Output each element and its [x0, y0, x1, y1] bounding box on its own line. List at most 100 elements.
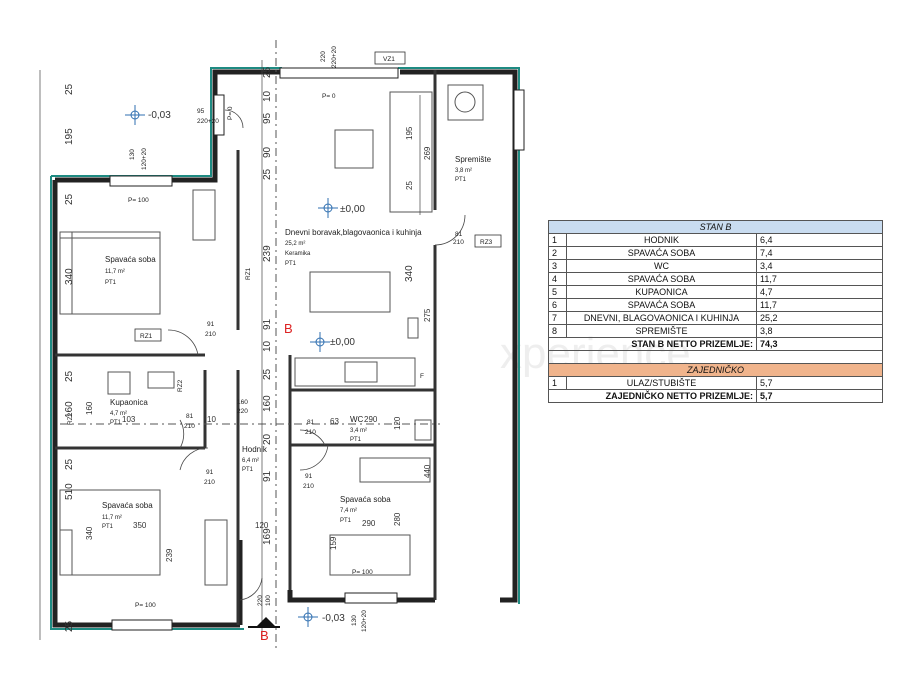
opening-label: 130: [129, 149, 136, 160]
dim-label: 25: [405, 181, 414, 190]
dim-label: 25: [262, 368, 273, 380]
opening-label: 220+20: [197, 118, 219, 125]
opening-label: 160: [237, 399, 248, 406]
dim-label: 239: [165, 548, 174, 562]
dim-label: 25: [64, 83, 75, 95]
dim-label: 20: [262, 433, 273, 445]
dim-label: 25: [64, 458, 75, 470]
interior-walls: [55, 70, 437, 625]
dimension-lines: [39, 60, 421, 640]
opening-label: 130: [351, 615, 358, 626]
opening-label: 220+20: [331, 46, 338, 68]
washer: [447, 84, 484, 121]
dim-label: 25: [64, 370, 75, 382]
dim-label: 290: [364, 415, 378, 424]
opening-label: 210: [205, 331, 216, 338]
dimension-labels-center: 25 10 95 90 25 239 91 10 25 160 20 91: [262, 66, 273, 482]
dim-label: 510: [64, 483, 75, 500]
total-row: STAN B NETTO PRIZEMLJE:74,3: [548, 337, 884, 351]
room-name: Hodnik: [242, 445, 268, 454]
opening-label: 91: [305, 473, 313, 480]
dim-label: 63: [330, 417, 339, 426]
level-label: ±0,00: [340, 204, 365, 215]
room-area: 3,4 m²: [350, 428, 367, 434]
level-label: -0,03: [322, 613, 345, 624]
total-row: ZAJEDNIČKO NETTO PRIZEMLJE:5,7: [548, 389, 884, 403]
dim-label: 91: [262, 318, 273, 330]
dim-label: 160: [64, 401, 75, 418]
room-name: WC: [350, 415, 364, 424]
room-area: 4,7 m²: [110, 411, 127, 417]
dim-label: 120: [393, 416, 402, 430]
dim-label: 280: [393, 512, 402, 526]
coffee-table: [334, 129, 374, 169]
dim-label: 91: [262, 470, 273, 482]
opening-label: 100: [265, 595, 272, 606]
wardrobe-1: [192, 189, 216, 241]
kitchen-counter: [294, 357, 416, 387]
sill-label: P= 0: [322, 93, 336, 100]
sill-label: P= 100: [135, 602, 156, 609]
opening-label: 210: [184, 423, 195, 430]
tag-label: RZ2: [67, 412, 74, 425]
tag-label: F: [420, 373, 424, 380]
dim-label: 275: [423, 308, 432, 322]
dim-label: 120: [255, 521, 269, 530]
dim-label: 25: [64, 193, 75, 205]
table-header: STAN B: [547, 220, 884, 234]
opening-label: 220: [320, 51, 327, 62]
opening-labels: 220 220+20 95 220+20 130 120+20 91 210 9…: [129, 46, 464, 632]
sink: [344, 361, 378, 383]
dim-label: 159: [329, 536, 338, 550]
toilet-2: [414, 419, 432, 441]
element-tags: VZ1 RZ1 RZ1 RZ2 RZ2 RZ3 F B B: [67, 51, 502, 643]
room-name: Dnevni boravak,blagovaonica i kuhinja: [285, 228, 422, 237]
room-area: 25,2 m²: [285, 241, 305, 247]
sill-labels: P= 0 P= 0 P= 100 P= 100 P= 100: [128, 93, 373, 609]
room-name: Kupaonica: [110, 398, 148, 407]
opening-label: 81: [307, 419, 315, 426]
room-floor: PT1: [285, 261, 297, 267]
tag-label: VZ1: [383, 56, 395, 63]
room-name: Spavaća soba: [102, 501, 153, 510]
opening-label: 210: [305, 429, 316, 436]
room-floor: PT1: [110, 420, 122, 426]
wardrobe-2: [204, 519, 228, 586]
toilet-1: [107, 371, 131, 395]
opening-label: 120+20: [141, 148, 148, 170]
sofa: [389, 91, 433, 213]
room-material: Keramika: [285, 251, 311, 257]
sill-label: P= 100: [352, 569, 373, 576]
room-area: 3,8 m²: [455, 168, 472, 174]
level-label: ±0,00: [330, 337, 355, 348]
level-labels: -0,03 ±0,00 ±0,00 -0,03: [148, 110, 365, 624]
dim-label: 340: [85, 526, 94, 540]
dim-label: 269: [423, 146, 432, 160]
room-area: 7,4 m²: [340, 508, 357, 514]
header-label: ZAJEDNIČKO: [547, 363, 884, 377]
dim-label: 169: [262, 528, 273, 545]
opening-label: 81: [186, 413, 194, 420]
dim-label: 25: [262, 66, 273, 78]
room-name: Spremište: [455, 155, 492, 164]
bed-3: [329, 534, 411, 576]
dim-label: 340: [64, 268, 75, 285]
sill-label: P= 100: [128, 197, 149, 204]
tag-label: RZ2: [177, 379, 184, 392]
walls: [52, 69, 518, 628]
section-label: B: [284, 321, 293, 336]
opening-label: 120+20: [361, 610, 368, 632]
opening-label: 210: [303, 483, 314, 490]
section-marker: [248, 617, 280, 628]
tag-label: RZ1: [245, 267, 252, 280]
level-label: -0,03: [148, 110, 171, 121]
furniture: [59, 84, 484, 586]
